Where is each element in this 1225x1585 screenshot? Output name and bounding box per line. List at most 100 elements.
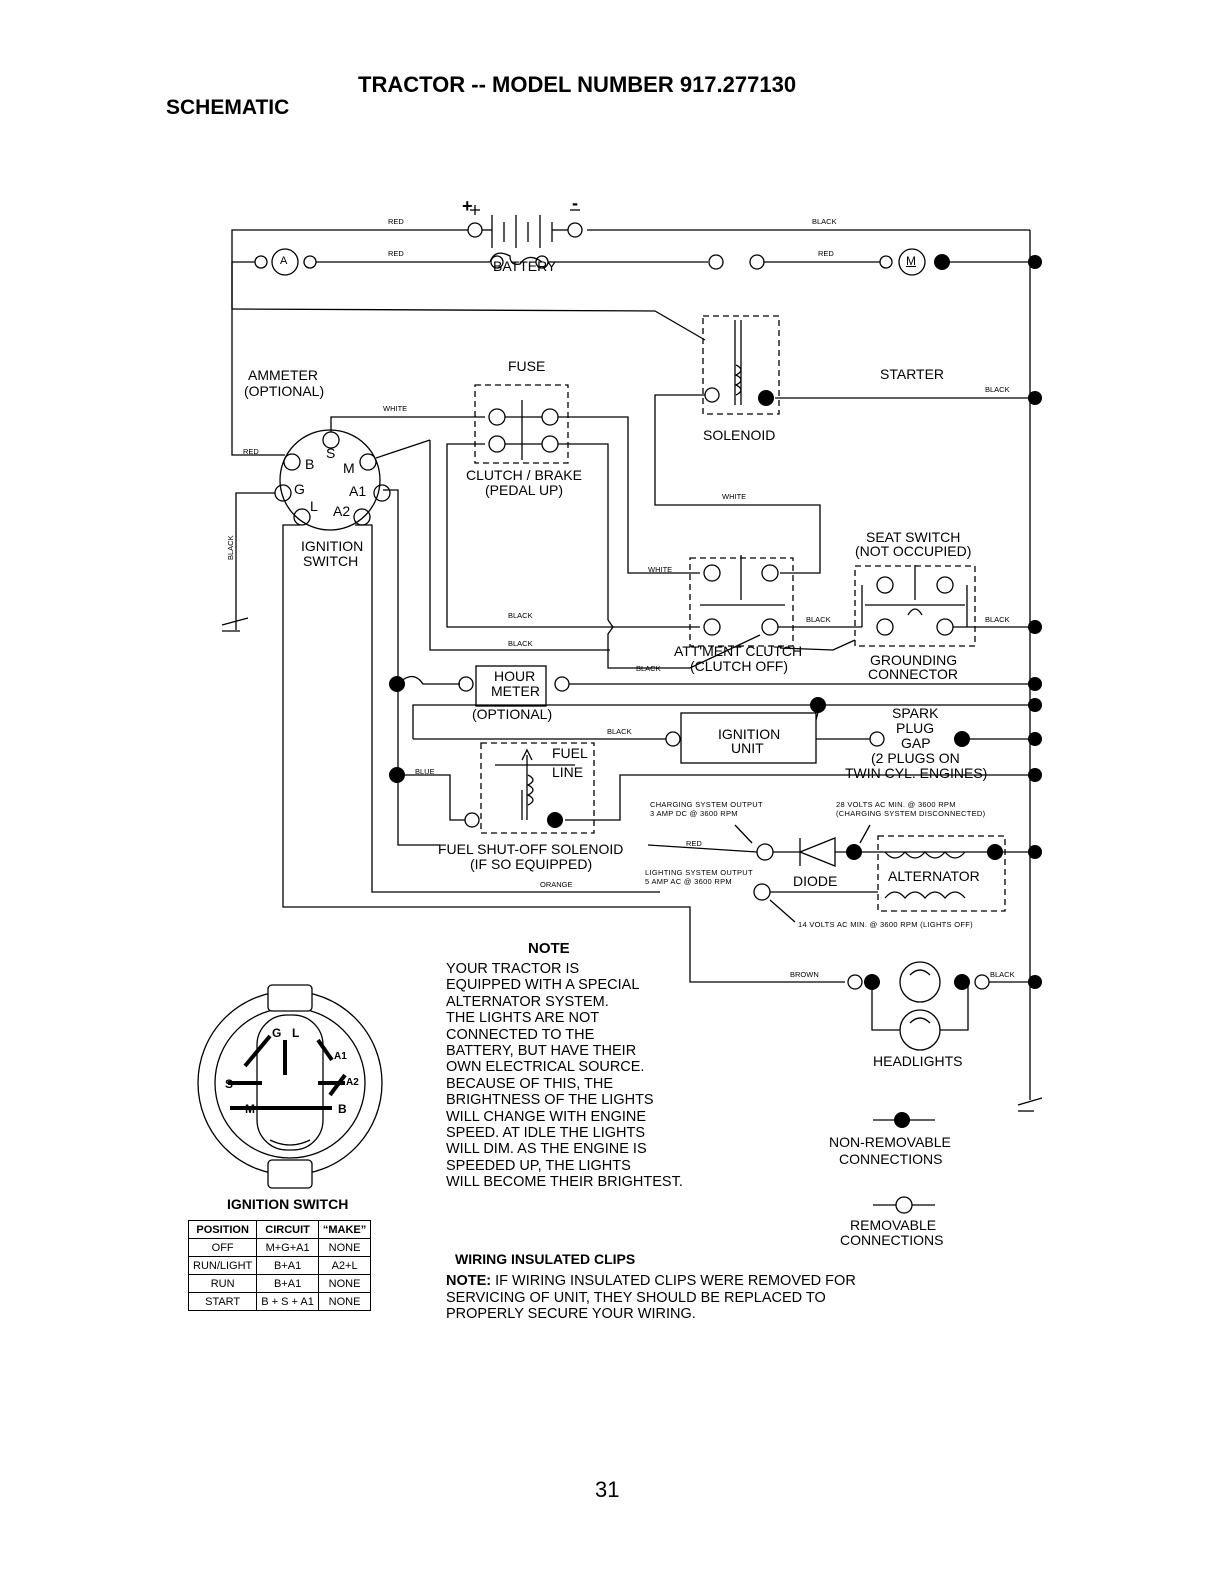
wire-label: BLACK	[806, 615, 831, 624]
note-line: WILL CHANGE WITH ENGINE	[446, 1108, 647, 1125]
spark-plug-note2: TWIN CYL. ENGINES)	[845, 765, 988, 781]
note-line: WILL BECOME THEIR BRIGHTEST.	[446, 1174, 683, 1191]
table-header-cell: “MAKE”	[317, 1220, 372, 1239]
terminal-l: L	[310, 498, 318, 514]
table-cell: A2+L	[317, 1256, 372, 1275]
wire-label: BLACK	[985, 385, 1010, 394]
terminal-s: S	[326, 445, 336, 461]
attment-clutch-label: ATT'MENT CLUTCH	[674, 643, 803, 659]
charging-spec: CHARGING SYSTEM OUTPUT	[650, 800, 763, 809]
clips-line2: SERVICING OF UNIT, THEY SHOULD BE REPLAC…	[446, 1290, 826, 1306]
ignition-switch-face	[197, 984, 383, 1189]
diode-label: DIODE	[793, 873, 838, 889]
nonremovable-dots	[389, 254, 1042, 1128]
section-title: SCHEMATIC	[166, 96, 290, 119]
note-line: BRIGHTNESS OF THE LIGHTS	[446, 1092, 654, 1109]
lighting-spec2: 5 AMP AC @ 3600 RPM	[645, 877, 732, 886]
wire-label: BLACK	[812, 217, 837, 226]
table-cell: M+G+A1	[256, 1238, 319, 1257]
volts28-spec2: (CHARGING SYSTEM DISCONNECTED)	[836, 809, 986, 818]
wire-label: RED	[388, 249, 404, 258]
ignition-switch-label: IGNITION	[301, 538, 364, 554]
alternator-label: ALTERNATOR	[888, 868, 980, 884]
table-cell: B + S + A1	[256, 1292, 319, 1311]
terminal-m: M	[343, 460, 355, 476]
note-line: ALTERNATOR SYSTEM.	[446, 993, 609, 1010]
table-cell: B+A1	[256, 1256, 319, 1275]
seat-switch-label: SEAT SWITCH	[866, 529, 961, 545]
legend-removable: REMOVABLE	[850, 1217, 937, 1233]
face-l: L	[292, 1026, 300, 1040]
wire-label: BROWN	[790, 970, 819, 979]
wire-label: RED	[686, 839, 702, 848]
table-row: OFF M+G+A1 NONE	[187, 1238, 372, 1257]
wire-label: BLACK	[636, 664, 661, 673]
table-cell: RUN/LIGHT	[187, 1256, 258, 1275]
note-line: WILL DIM. AS THE ENGINE IS	[446, 1141, 647, 1158]
wire-label: BLUE	[415, 767, 435, 776]
wire-label: BLACK	[508, 639, 533, 648]
volts28-spec: 28 VOLTS AC MIN. @ 3600 RPM	[836, 800, 956, 809]
clips-text: IF WIRING INSULATED CLIPS WERE REMOVED F…	[491, 1273, 856, 1289]
battery-minus: -	[572, 193, 578, 213]
ammeter-icon: A	[280, 255, 288, 267]
note-line: OWN ELECTRICAL SOURCE.	[446, 1059, 645, 1076]
seat-switch-sub: (NOT OCCUPIED)	[855, 543, 972, 559]
ignition-unit-sub: UNIT	[731, 740, 764, 756]
spark-plug-label: SPARK	[892, 705, 939, 721]
ignition-switch-sub: SWITCH	[303, 553, 359, 569]
table-row: START B + S + A1 NONE	[187, 1292, 372, 1311]
face-b: B	[338, 1102, 347, 1116]
solenoid-label: SOLENOID	[703, 427, 776, 443]
note-title: NOTE	[528, 940, 570, 957]
attment-clutch-sub: (CLUTCH OFF)	[690, 658, 788, 674]
wire-label: ORANGE	[540, 880, 573, 889]
legend-removable-sub: CONNECTIONS	[840, 1232, 944, 1248]
table-cell: NONE	[317, 1274, 372, 1293]
wire-label: WHITE	[383, 404, 408, 413]
clutch-brake-label: CLUTCH / BRAKE	[466, 467, 582, 483]
face-a1: A1	[334, 1051, 347, 1062]
terminal-a2: A2	[333, 503, 351, 519]
battery-plus: +	[462, 196, 473, 216]
grounding-label: GROUNDING	[870, 652, 958, 668]
note-line: SPEED. AT IDLE THE LIGHTS	[446, 1125, 646, 1142]
switch-table-title: IGNITION SWITCH	[227, 1196, 349, 1212]
fuel-line-label: FUEL	[552, 745, 588, 761]
spark-plug-gap: GAP	[901, 735, 931, 751]
face-s: S	[225, 1077, 234, 1091]
note-line: THE LIGHTS ARE NOT	[446, 1010, 600, 1027]
clips-line1: NOTE: IF WIRING INSULATED CLIPS WERE REM…	[446, 1273, 856, 1289]
note-line: BECAUSE OF THIS, THE	[446, 1075, 614, 1092]
table-cell: NONE	[317, 1292, 372, 1311]
wire-label: BLACK	[226, 535, 235, 560]
table-cell: RUN	[187, 1274, 258, 1293]
hour-meter-sub: METER	[491, 683, 540, 699]
face-m: M	[245, 1102, 255, 1116]
legend-nonremovable-sub: CONNECTIONS	[839, 1151, 943, 1167]
clips-note-label: NOTE:	[446, 1273, 492, 1289]
volts14-spec: 14 VOLTS AC MIN. @ 3600 RPM (LIGHTS OFF)	[798, 920, 973, 929]
fuel-solenoid-sub: (IF SO EQUIPPED)	[470, 856, 593, 872]
clutch-brake-sub: (PEDAL UP)	[485, 482, 564, 498]
terminal-b: B	[305, 456, 315, 472]
table-cell: OFF	[187, 1238, 258, 1257]
grounding-sub: CONNECTOR	[868, 666, 958, 682]
clips-title: WIRING INSULATED CLIPS	[455, 1251, 636, 1267]
fuel-line-label2: LINE	[552, 764, 584, 780]
wire-battery-red	[231, 229, 468, 309]
wire-label: BLACK	[508, 611, 533, 620]
wire-label: RED	[818, 249, 834, 258]
terminal-a1: A1	[349, 483, 367, 499]
wire-label: BLACK	[985, 615, 1010, 624]
table-header: POSITION CIRCUIT “MAKE”	[187, 1220, 372, 1239]
note-line: YOUR TRACTOR IS	[446, 961, 580, 977]
note-line: BATTERY, BUT HAVE THEIR	[446, 1043, 637, 1060]
lighting-spec: LIGHTING SYSTEM OUTPUT	[645, 868, 753, 877]
note-body: YOUR TRACTOR IS EQUIPPED WITH A SPECIAL …	[446, 961, 683, 1191]
page-title: TRACTOR -- MODEL NUMBER 917.277130	[358, 72, 797, 97]
table-row: RUN B+A1 NONE	[187, 1274, 372, 1293]
charging-spec2: 3 AMP DC @ 3600 RPM	[650, 809, 738, 818]
wire-label: BLACK	[990, 970, 1015, 979]
spark-plug-label2: PLUG	[896, 720, 935, 736]
